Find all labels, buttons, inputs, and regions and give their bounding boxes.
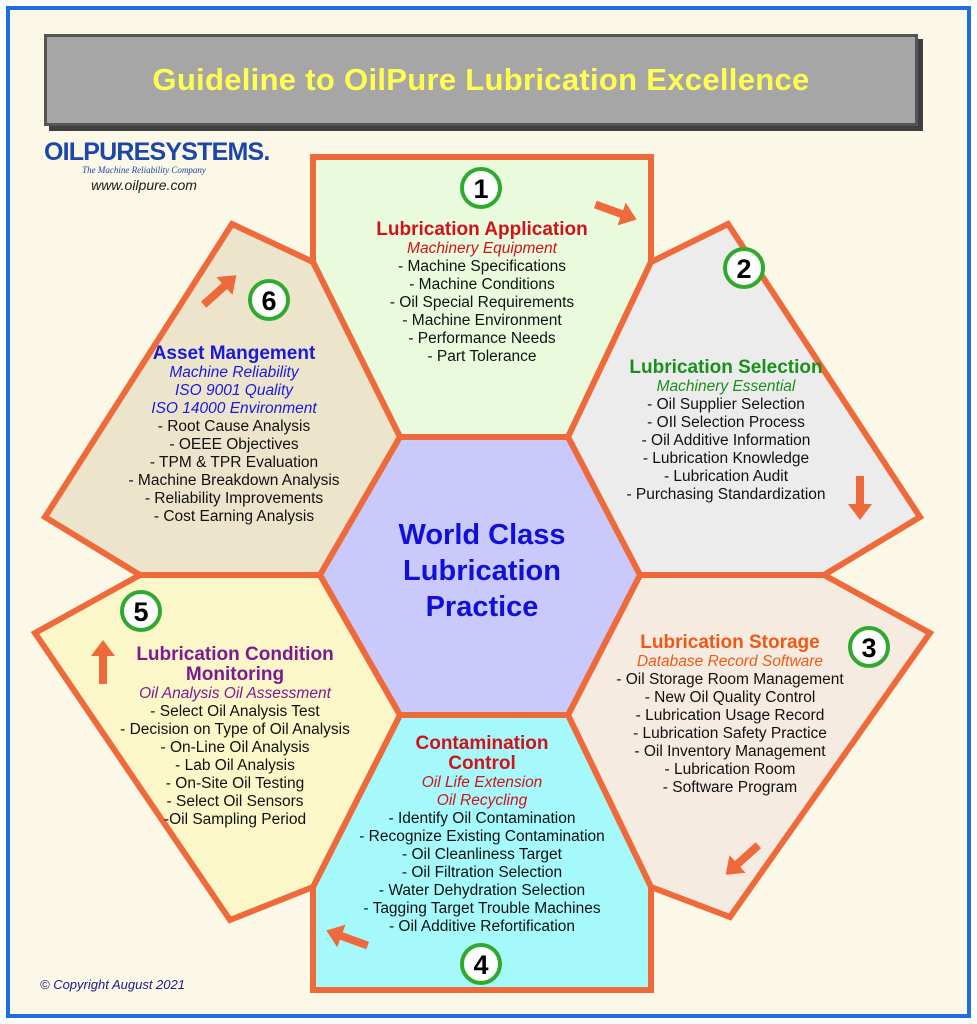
list-item: - Oil Additive Refortification xyxy=(388,918,576,935)
list-item: - Oil Inventory Management xyxy=(634,743,826,760)
list-item: - Select Oil Analysis Test xyxy=(150,703,320,720)
list-item: -Oil Sampling Period xyxy=(163,811,307,828)
arrow-down-left-icon xyxy=(725,842,762,875)
section-6-subtitle-1: Machine Reliability xyxy=(169,364,299,381)
number-6-label: 6 xyxy=(261,286,276,316)
list-item: - Machine Specifications xyxy=(398,258,566,275)
list-item: - Lubrication Knowledge xyxy=(642,450,810,467)
list-item: - Purchasing Standardization xyxy=(626,486,826,503)
number-1-label: 1 xyxy=(473,174,488,204)
page-title: Guideline to OilPure Lubrication Excelle… xyxy=(152,62,810,97)
list-item: - Software Program xyxy=(662,779,798,796)
section-5-heading-line-1: Lubrication Condition xyxy=(136,644,334,665)
list-item: - Performance Needs xyxy=(408,330,556,347)
section-2-subtitle: Machinery Essential xyxy=(656,378,796,395)
section-6-subtitle-2: ISO 9001 Quality xyxy=(174,382,294,399)
list-item: - Decision on Type of Oil Analysis xyxy=(120,721,350,738)
arrow-right-icon xyxy=(593,200,637,226)
number-2-label: 2 xyxy=(736,254,751,284)
section-6-heading: Asset Mangement xyxy=(152,343,316,364)
section-4-heading-line-2: Control xyxy=(448,753,516,774)
section-1-heading: Lubrication Application xyxy=(376,219,588,240)
center-line-2: Lubrication xyxy=(403,555,561,587)
list-item: - Root Cause Analysis xyxy=(157,418,311,435)
list-item: - On-Site Oil Testing xyxy=(165,775,305,792)
list-item: - Recognize Existing Contamination xyxy=(359,828,605,845)
section-2-text: Lubrication Selection Machinery Essentia… xyxy=(596,358,856,504)
number-badge-5: 5 xyxy=(120,590,162,632)
number-badge-2: 2 xyxy=(723,247,765,289)
section-5-heading-line-2: Monitoring xyxy=(185,664,285,685)
list-item: - Lubrication Room xyxy=(664,761,796,778)
list-item: - Oil Storage Room Management xyxy=(616,671,844,688)
list-item: - Tagging Target Trouble Machines xyxy=(363,900,601,917)
list-item: - OIl Selection Process xyxy=(647,414,805,431)
section-4-heading-line-1: Contamination xyxy=(415,733,549,754)
number-4-label: 4 xyxy=(473,950,488,980)
section-2-heading: Lubrication Selection xyxy=(629,357,823,378)
list-item: - Machine Breakdown Analysis xyxy=(128,472,340,489)
number-badge-4: 4 xyxy=(460,943,502,985)
section-1-subtitle: Machinery Equipment xyxy=(407,240,557,257)
section-5-subtitle: Oil Analysis Oil Assessment xyxy=(139,685,331,702)
arrow-up-right-icon xyxy=(200,275,237,308)
list-item: - Oil Special Requirements xyxy=(389,294,575,311)
number-badge-6: 6 xyxy=(248,279,290,321)
company-logo: OILPURESYSTEMS. The Machine Reliability … xyxy=(44,138,270,193)
list-item: - Machine Environment xyxy=(402,312,562,329)
section-6-subtitle-3: ISO 14000 Environment xyxy=(151,400,317,417)
list-item: - On-Line Oil Analysis xyxy=(160,739,310,756)
list-item: - Identify Oil Contamination xyxy=(388,810,576,827)
center-line-1: World Class xyxy=(398,519,566,551)
list-item: - Oil Cleanliness Target xyxy=(402,846,562,863)
section-3-text: Lubrication Storage Database Record Soft… xyxy=(590,633,870,797)
arrow-up-icon xyxy=(91,640,115,684)
number-3-label: 3 xyxy=(861,633,876,663)
list-item: - TPM & TPR Evaluation xyxy=(149,454,319,471)
section-6-text: Asset Mangement Machine Reliability ISO … xyxy=(100,344,368,526)
section-4-text: Contamination Control Oil Life Extension… xyxy=(330,734,634,936)
section-1-text: Lubrication Application Machinery Equipm… xyxy=(330,220,634,366)
center-line-3: Practice xyxy=(425,591,539,623)
list-item: - New Oil Quality Control xyxy=(644,689,816,706)
list-item: - Oil Supplier Selection xyxy=(647,396,805,413)
logo-brand: OILPURESYSTEMS. xyxy=(44,138,270,166)
title-banner: Guideline to OilPure Lubrication Excelle… xyxy=(44,34,918,126)
list-item: - Reliability Improvements xyxy=(144,490,324,507)
list-item: - Cost Earning Analysis xyxy=(153,508,315,525)
center-hexagon xyxy=(316,434,644,718)
center-title: World Class Lubrication Practice xyxy=(330,517,634,625)
list-item: - Lab Oil Analysis xyxy=(175,757,295,774)
list-item: - Lubrication Usage Record xyxy=(635,707,825,724)
list-item: - Select Oil Sensors xyxy=(166,793,304,810)
arrow-left-icon xyxy=(326,924,370,950)
list-item: - Lubrication Audit xyxy=(663,468,789,485)
number-badge-3: 3 xyxy=(848,626,890,668)
list-item: - Part Tolerance xyxy=(427,348,537,365)
list-item: - Lubrication Safety Practice xyxy=(633,725,827,742)
section-4-subtitle-1: Oil Life Extension xyxy=(421,774,543,791)
number-badge-1: 1 xyxy=(460,167,502,209)
list-item: - OEEE Objectives xyxy=(169,436,299,453)
list-item: - Machine Conditions xyxy=(409,276,555,293)
list-item: - Water Dehydration Selection xyxy=(378,882,586,899)
arrow-down-icon xyxy=(848,476,872,520)
number-5-label: 5 xyxy=(133,597,148,627)
copyright-notice: © Copyright August 2021 xyxy=(40,977,185,992)
section-5-text: Lubrication Condition Monitoring Oil Ana… xyxy=(90,645,380,829)
website-url: www.oilpure.com xyxy=(91,177,197,193)
section-3-subtitle: Database Record Software xyxy=(636,653,824,670)
list-item: - Oil Filtration Selection xyxy=(401,864,563,881)
list-item: - Oil Additive Information xyxy=(641,432,811,449)
section-4-subtitle-2: Oil Recycling xyxy=(436,792,528,809)
logo-tagline: The Machine Reliability Company xyxy=(82,165,206,175)
section-3-heading: Lubrication Storage xyxy=(640,632,820,653)
